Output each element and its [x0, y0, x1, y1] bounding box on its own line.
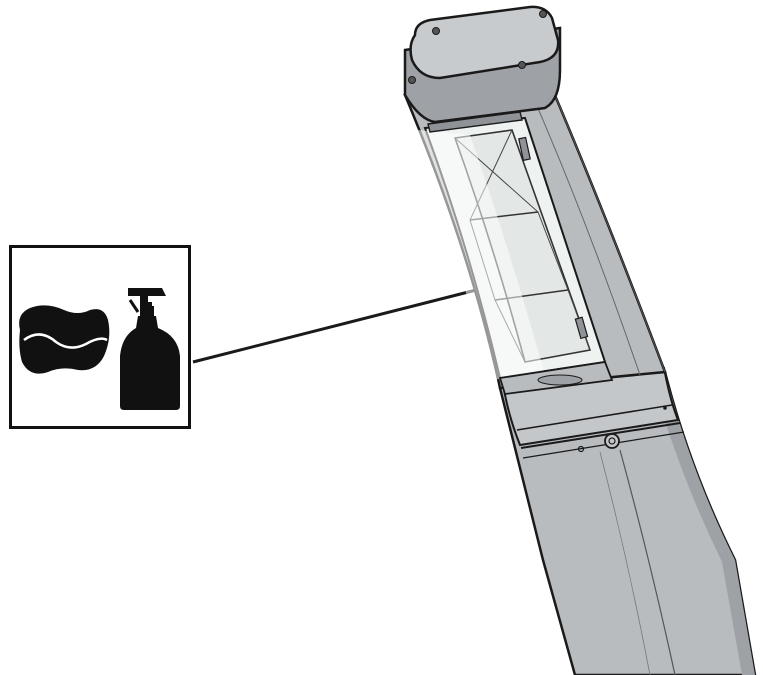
post-column — [403, 5, 757, 675]
shaft-shade — [650, 372, 755, 675]
glass-highlight — [418, 130, 545, 380]
leader-line — [192, 285, 489, 364]
cleaning-icon-panel — [9, 245, 191, 429]
top-cap — [409, 5, 560, 80]
spray-bottle-icon — [120, 288, 180, 410]
sponge-icon — [19, 305, 110, 374]
cleaning-icons — [19, 288, 180, 410]
